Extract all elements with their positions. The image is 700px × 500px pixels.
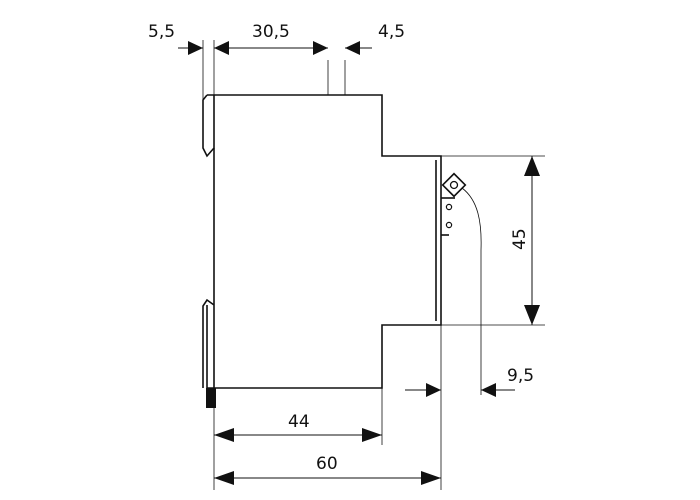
device-body-contour — [207, 94, 442, 389]
dimension-label-5-5: 5,5 — [148, 22, 175, 42]
rail-latch-foot — [206, 388, 216, 408]
dimension-45: 45 — [510, 156, 540, 325]
dimension-label-4-5: 4,5 — [378, 22, 405, 42]
dimension-60: 60 — [214, 454, 441, 485]
dimension-30-5: 30,5 — [214, 22, 328, 55]
dimension-label-30-5: 30,5 — [252, 22, 290, 42]
dimension-label-45: 45 — [510, 228, 530, 250]
terminal-screw — [441, 172, 467, 236]
dimension-44: 44 — [214, 412, 382, 442]
device-body-outline — [202, 60, 482, 408]
dimension-label-60: 60 — [316, 454, 338, 474]
dimension-5-5: 5,5 — [148, 22, 229, 55]
terminal-leader-curve — [461, 187, 482, 395]
dimension-9-5: 9,5 — [405, 366, 534, 397]
dimension-label-44: 44 — [288, 412, 310, 432]
dimension-label-9-5: 9,5 — [507, 366, 534, 386]
rail-clip-upper — [202, 94, 215, 158]
dimension-4-5: 4,5 — [345, 22, 405, 55]
rail-clip-lower — [202, 298, 215, 388]
extension-lines — [202, 40, 545, 490]
